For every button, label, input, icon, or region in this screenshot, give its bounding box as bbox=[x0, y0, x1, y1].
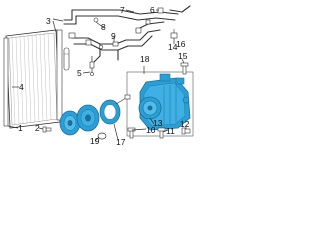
clutch-bolt bbox=[42, 126, 52, 133]
receiver-dryer bbox=[63, 47, 70, 71]
leader-lines bbox=[7, 9, 187, 142]
callout-15: 15 bbox=[178, 51, 188, 61]
callout-14: 14 bbox=[168, 42, 178, 52]
compressor-bolt bbox=[180, 62, 189, 75]
callout-labels: 3 8 9 7 6 14 5 15 4 1 18 13 10 11 12 2 1… bbox=[18, 5, 190, 147]
callout-8: 8 bbox=[101, 22, 106, 32]
mounting-bolt-12 bbox=[181, 127, 191, 135]
callout-18: 18 bbox=[140, 54, 150, 64]
ac-system-parts-diagram: 3 8 9 7 6 14 5 15 4 1 18 13 10 11 12 2 1… bbox=[0, 0, 200, 147]
callout-10: 10 bbox=[146, 125, 156, 135]
callout-4: 4 bbox=[19, 82, 24, 92]
clutch-pulley bbox=[76, 104, 100, 132]
clutch-hub bbox=[59, 110, 81, 136]
mounting-bolt-10 bbox=[127, 127, 136, 139]
clutch-coil bbox=[99, 94, 131, 125]
callout-1: 1 bbox=[18, 123, 23, 133]
callout-5: 5 bbox=[77, 68, 82, 78]
callout-2: 2 bbox=[35, 123, 40, 133]
service-valve bbox=[89, 56, 95, 76]
callout-12: 12 bbox=[180, 119, 190, 129]
snap-ring bbox=[97, 132, 107, 140]
mounting-bolt-11 bbox=[157, 127, 166, 139]
callout-6: 6 bbox=[150, 5, 155, 15]
callout-19: 19 bbox=[90, 136, 100, 146]
callout-9: 9 bbox=[111, 31, 116, 41]
diagram-canvas: 3 8 9 7 6 14 5 15 4 1 18 13 10 11 12 2 1… bbox=[3, 5, 194, 147]
callout-13: 13 bbox=[153, 118, 163, 128]
condenser bbox=[3, 29, 63, 129]
pressure-sensor bbox=[170, 29, 178, 39]
callout-11: 11 bbox=[166, 126, 175, 136]
callout-17: 17 bbox=[116, 137, 126, 147]
callout-3: 3 bbox=[46, 16, 51, 26]
pipe-fittings bbox=[68, 7, 164, 50]
callout-7: 7 bbox=[120, 5, 125, 15]
compressor bbox=[126, 71, 194, 137]
callout-16: 16 bbox=[176, 39, 186, 49]
